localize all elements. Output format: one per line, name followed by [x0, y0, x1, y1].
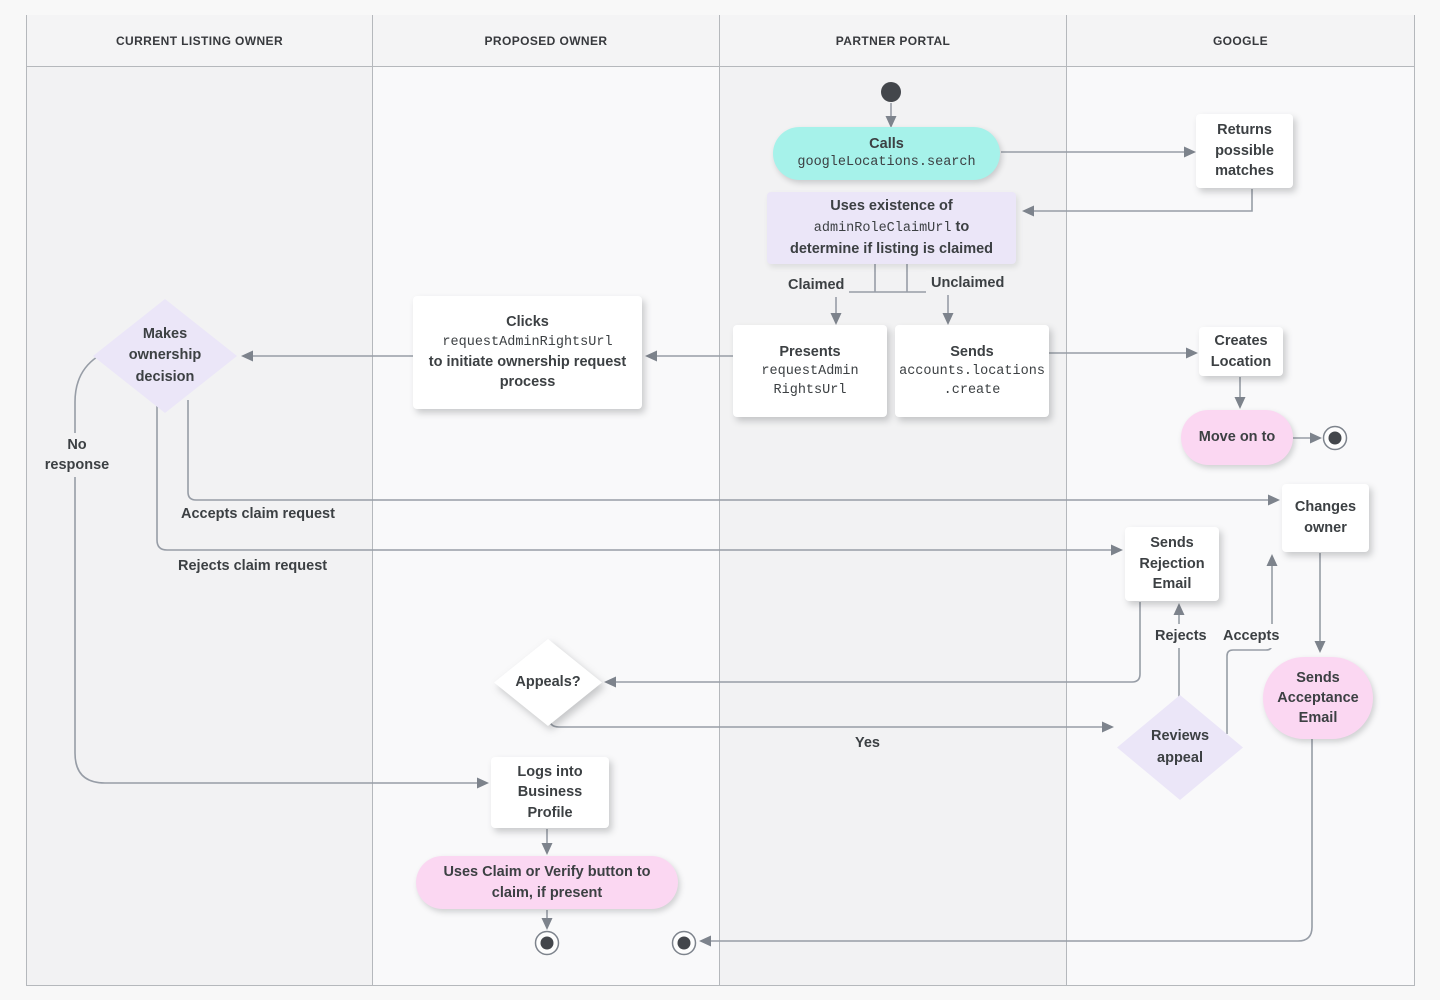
edge-label-claimed: Claimed: [783, 273, 850, 297]
edge-label-rejects-claim-request: Rejects claim request: [173, 554, 333, 578]
node-label: Creates Location: [1210, 332, 1272, 370]
edge-rejects-claim-request: [156, 400, 1123, 556]
edge-accepts-claim-request: [187, 400, 1280, 506]
node-sends-acceptance-email: Sends Acceptance Email: [1263, 657, 1373, 739]
frame-bottom-border: [26, 985, 1415, 986]
node-clicks-requestadminrightsurl: Clicks requestAdminRightsUrl to initiate…: [413, 296, 642, 409]
node-title: Presents: [779, 343, 841, 360]
edge-calls-to-returns: [1001, 146, 1196, 158]
edge-start-to-calls: [885, 103, 897, 128]
edge-label-accepts: Accepts: [1218, 624, 1285, 648]
lane-header-google: GOOGLE: [1067, 15, 1415, 67]
end-node-create: [1322, 425, 1348, 451]
edge-move-on-to-end: [1293, 432, 1322, 444]
end-node-acceptance: [671, 930, 697, 956]
node-code: RightsUrl: [773, 383, 847, 399]
node-changes-owner: Changes owner: [1282, 484, 1369, 552]
edge-uses-claim-to-end: [541, 910, 553, 930]
edge-appeals-yes: [548, 716, 1114, 733]
lane-title: PARTNER PORTAL: [835, 33, 951, 48]
node-code: requestAdmin: [761, 364, 859, 380]
node-label: Changes owner: [1294, 499, 1357, 536]
lane-title: GOOGLE: [1212, 33, 1269, 48]
node-uses-existence-adminroleclaimurl: Uses existence of adminRoleClaimUrl to d…: [767, 192, 1016, 264]
lane-header-proposed-owner: PROPOSED OWNER: [373, 15, 720, 67]
node-label: Uses Claim or Verify button to claim, if…: [443, 864, 651, 901]
node-appeals-decision: Appeals?: [494, 639, 602, 726]
node-sends-rejection-email: Sends Rejection Email: [1125, 527, 1219, 601]
edge-reviews-rejects: [1173, 603, 1185, 697]
lane-title: CURRENT LISTING OWNER: [115, 33, 284, 48]
node-label: Move on to: [1198, 429, 1276, 446]
lane-title: PROPOSED OWNER: [484, 33, 608, 48]
edge-label-unclaimed: Unclaimed: [926, 271, 1010, 295]
node-label: Sends Rejection Email: [1139, 535, 1205, 593]
node-creates-location: Creates Location: [1199, 327, 1283, 376]
lane-header-partner-portal: PARTNER PORTAL: [720, 15, 1067, 67]
node-label: Logs into Business Profile: [517, 763, 583, 821]
node-label: to initiate ownership request process: [428, 353, 627, 391]
edge-label-no-response: No response: [34, 433, 120, 477]
edge-label-rejects: Rejects: [1150, 624, 1212, 648]
node-uses-claim-or-verify: Uses Claim or Verify button to claim, if…: [416, 856, 678, 909]
edge-rejection-to-appeals: [604, 602, 1141, 688]
edge-sends-create-to-creates-location: [1049, 347, 1198, 359]
node-label: Returns possible matches: [1215, 122, 1274, 180]
node-move-on-to: Move on to: [1181, 410, 1293, 465]
edge-acceptance-to-end: [699, 739, 1313, 947]
note-line2: adminRoleClaimUrl to: [813, 219, 970, 237]
node-code: accounts.locations: [899, 364, 1045, 380]
node-returns-possible-matches: Returns possible matches: [1196, 114, 1293, 188]
edge-clicks-to-decision: [241, 350, 413, 362]
edge-no-response: [74, 356, 489, 789]
node-title: Clicks: [506, 314, 549, 331]
node-label: Makes ownership decision: [128, 326, 202, 385]
node-code: .create: [943, 383, 1001, 399]
edge-presents-to-clicks: [645, 350, 733, 362]
edge-changes-owner-to-acceptance: [1314, 553, 1326, 653]
node-title: Sends: [950, 343, 994, 360]
node-title: Calls: [869, 135, 904, 152]
edge-logs-to-uses-claim: [541, 829, 553, 855]
note-line3: determine if listing is claimed: [789, 240, 994, 257]
node-label: Sends Acceptance Email: [1277, 669, 1359, 727]
edge-label-accepts-claim-request: Accepts claim request: [176, 502, 340, 526]
node-reviews-appeal: Reviews appeal: [1117, 695, 1243, 800]
note-line1: Uses existence of: [830, 197, 953, 214]
start-node: [881, 82, 901, 102]
node-code: requestAdminRightsUrl: [442, 334, 613, 350]
end-node-claim: [534, 930, 560, 956]
node-label: Reviews appeal: [1150, 728, 1210, 766]
node-logs-into-business-profile: Logs into Business Profile: [491, 757, 609, 828]
edge-label-yes: Yes: [850, 731, 885, 755]
node-sends-accounts-locations-create: Sends accounts.locations .create: [895, 325, 1049, 417]
node-code: googleLocations.search: [797, 155, 976, 171]
edge-returns-to-uses-existence: [1022, 189, 1253, 217]
lane-header-current-listing-owner: CURRENT LISTING OWNER: [26, 15, 373, 67]
edge-creates-location-to-move-on: [1234, 377, 1246, 409]
node-label: Appeals?: [515, 673, 581, 690]
node-makes-ownership-decision: Makes ownership decision: [93, 299, 237, 413]
node-presents-requestadminrightsurl: Presents requestAdmin RightsUrl: [733, 325, 887, 417]
node-calls-googlelocations-search: Calls googleLocations.search: [773, 127, 1000, 180]
